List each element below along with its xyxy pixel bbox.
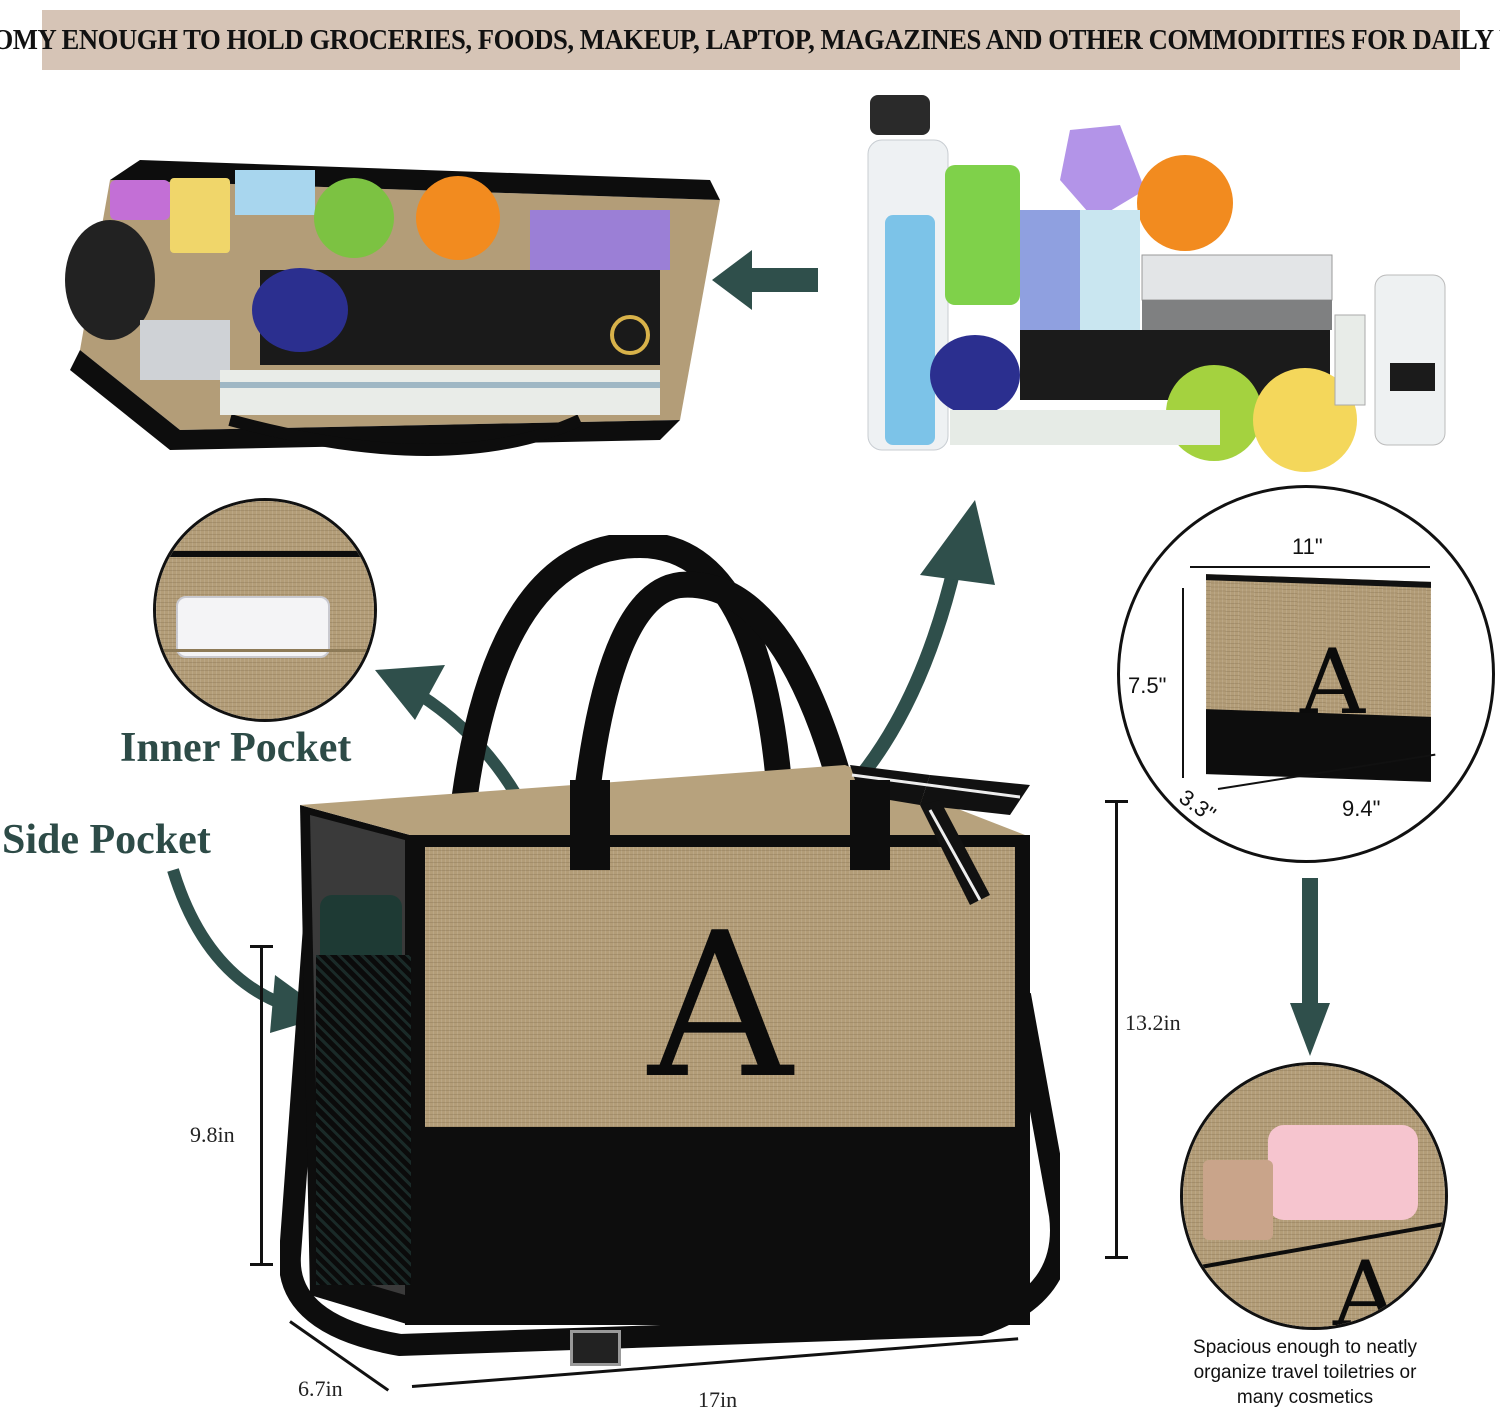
dim-height-total: 13.2in xyxy=(1125,1010,1181,1035)
caption-line-3: many cosmetics xyxy=(1236,1387,1374,1408)
top-banner: ROOMY ENOUGH TO HOLD GROCERIES, FOODS, M… xyxy=(0,10,1500,70)
down-arrow-icon xyxy=(1290,878,1330,1058)
side-pocket-label: Side Pocket xyxy=(2,817,211,863)
banner-text: ROOMY ENOUGH TO HOLD GROCERIES, FOODS, M… xyxy=(0,23,1500,56)
dim-height-body: 9.8in xyxy=(190,1122,235,1147)
bag-monogram: A xyxy=(648,890,793,1123)
left-arrow-icon xyxy=(712,250,822,310)
phone-in-pocket xyxy=(176,596,330,658)
caption-line-2: organize travel toiletries or xyxy=(1193,1362,1417,1383)
pouch-dim-depth: 3.3" xyxy=(1174,784,1221,827)
dim-depth: 6.7in xyxy=(298,1376,343,1401)
pouch-dim-height: 7.5" xyxy=(1128,673,1167,698)
pouch-dim-bottom: 9.4" xyxy=(1342,796,1381,821)
packed-bag-illustration xyxy=(65,160,720,456)
pouch-dim-top: 11" xyxy=(1292,534,1323,559)
dim-width: 17in xyxy=(698,1387,738,1412)
strap-buckle xyxy=(570,1330,621,1366)
inner-pocket-label: Inner Pocket xyxy=(120,725,352,771)
pouch-dimensions-circle: A 11" 7.5" 3.3" 9.4" xyxy=(1117,485,1495,863)
items-illustration xyxy=(867,95,1446,472)
detail-monogram: A xyxy=(1333,1242,1398,1330)
caption-line-1: Spacious enough to neatly xyxy=(1193,1337,1417,1358)
dim-line-height-total xyxy=(1115,800,1118,1258)
dim-line-height-body xyxy=(260,945,263,1265)
tote-bag: A xyxy=(280,535,1060,1366)
packed-bag-photo xyxy=(30,120,730,480)
inner-pocket-detail-circle xyxy=(153,498,377,722)
cosmetics-detail-circle: A xyxy=(1180,1062,1448,1330)
ribbon-bow xyxy=(850,765,1030,905)
cosmetics-caption: Spacious enough to neatly organize trave… xyxy=(1145,1335,1465,1410)
items-photo xyxy=(850,95,1460,485)
pouch-monogram: A xyxy=(1300,630,1365,735)
pink-pouch xyxy=(1268,1125,1418,1220)
